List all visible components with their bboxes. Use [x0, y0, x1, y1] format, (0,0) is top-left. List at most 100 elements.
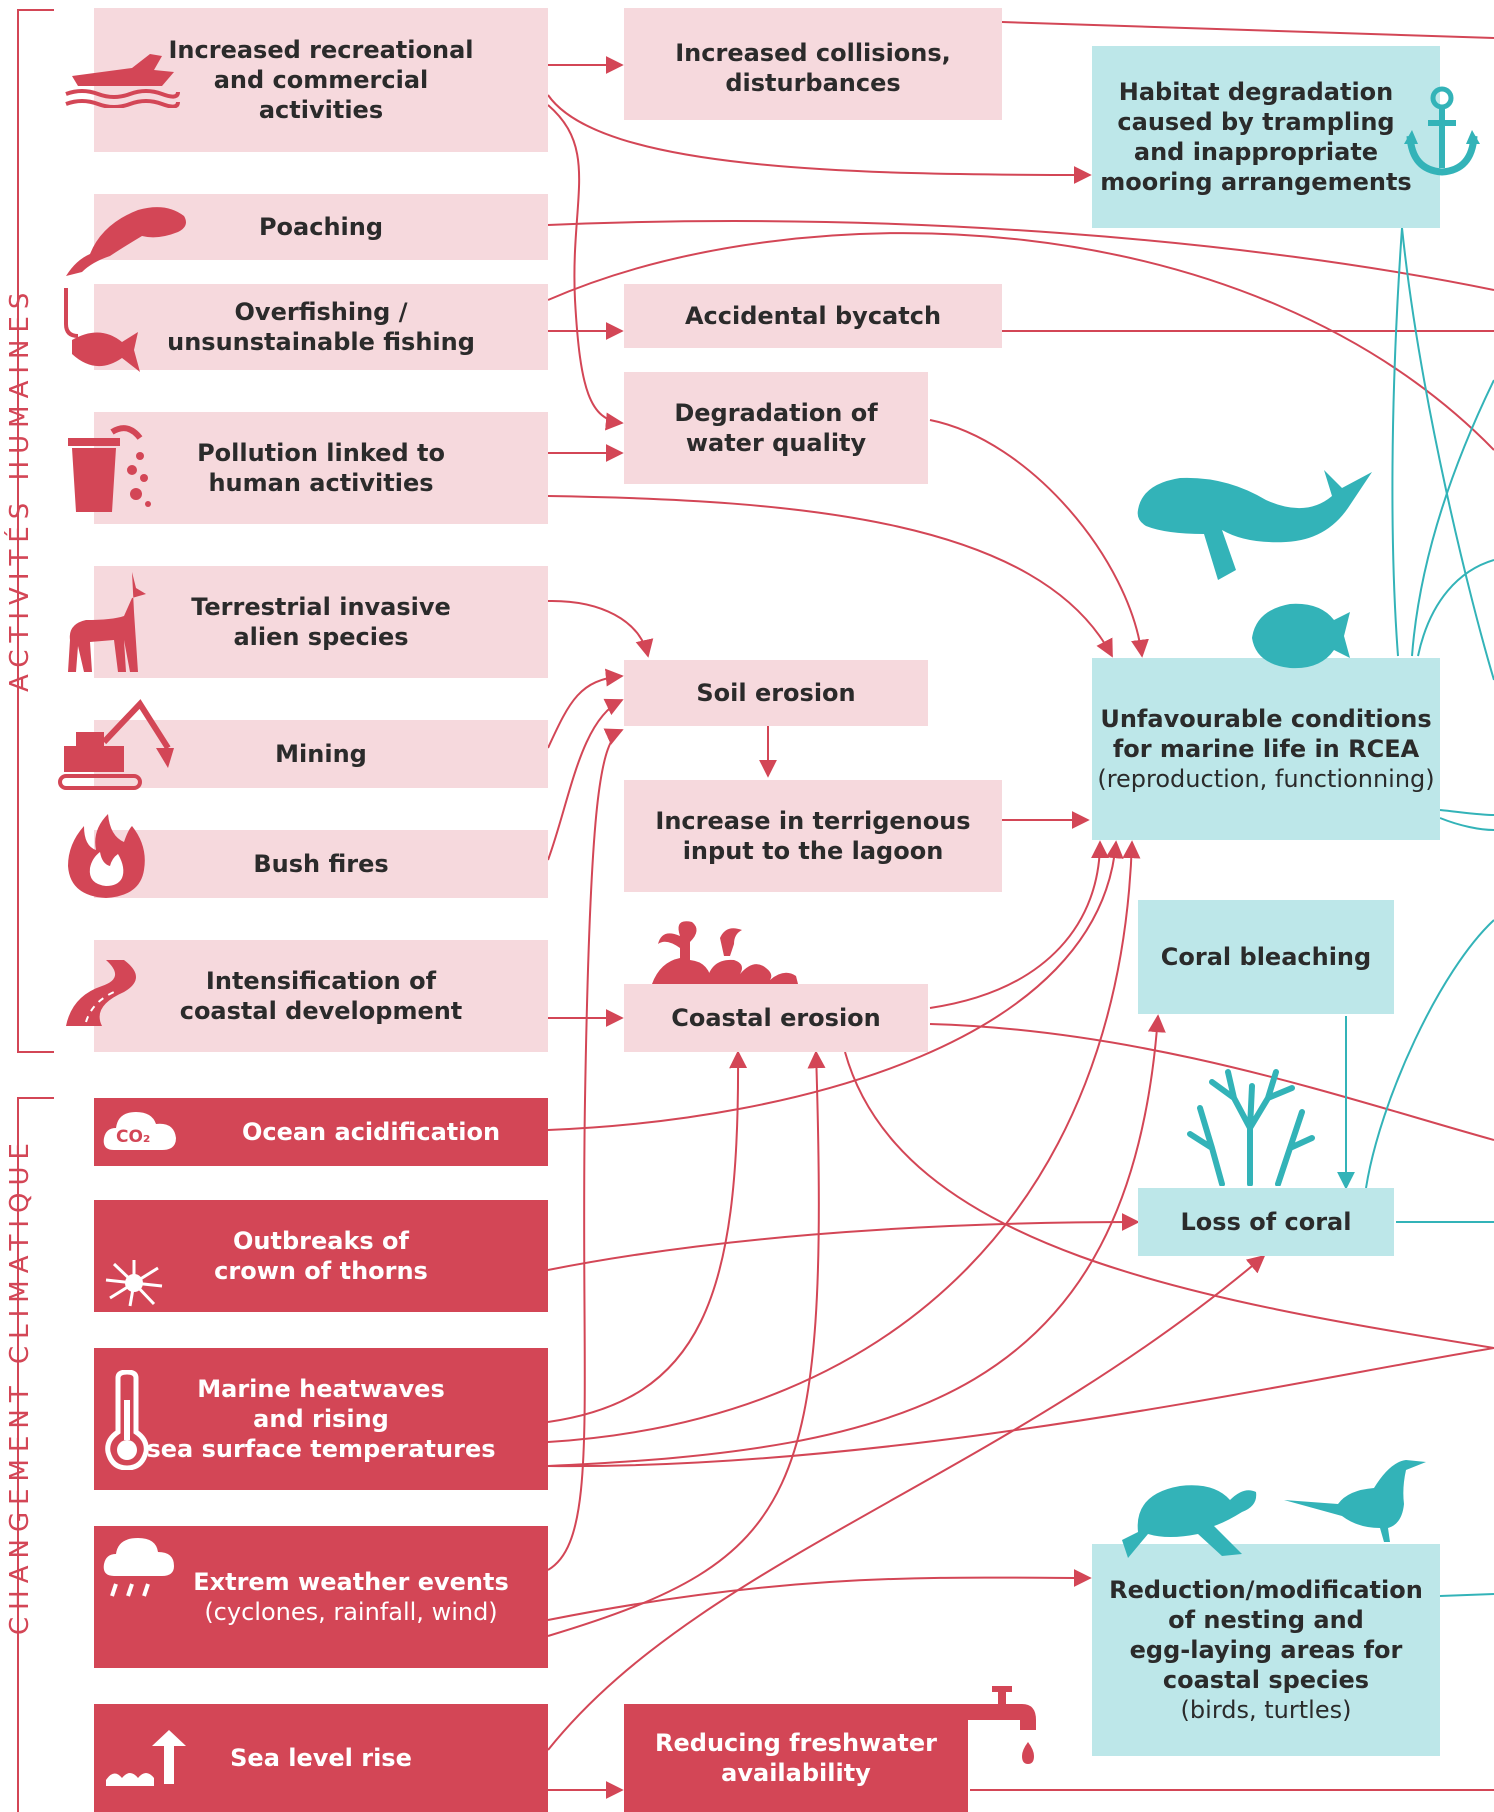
pollution-line-1: Pollution linked to: [197, 439, 445, 467]
arrow-heat-erosion: [547, 1050, 748, 1423]
arrow-recreation-water: [547, 104, 624, 431]
palm-wave-icon: [652, 921, 798, 984]
acidification-label: Ocean acidification: [241, 1118, 501, 1146]
human-activities-label: ACTIVITÉS HUMAINES: [5, 285, 35, 692]
water-quality-line-2: water quality: [685, 429, 867, 457]
freshwater-line-1: Reducing freshwater: [655, 1729, 937, 1757]
marine-life-sub-label: (reproduction, functionning): [1097, 765, 1435, 793]
dugong-icon: [66, 207, 186, 276]
heatwaves-box: Marine heatwaves and rising sea surface …: [94, 1348, 548, 1490]
extreme-weather-box: Extrem weather events (cyclones, rainfal…: [94, 1526, 548, 1668]
seabird-icon: [1284, 1460, 1426, 1542]
arrow-water-marine: [929, 419, 1149, 658]
arrow-erosion-down-right: [844, 1051, 1494, 1349]
coral-bleaching-box: Coral bleaching: [1138, 900, 1394, 1014]
arrow-poaching-right: [547, 220, 1494, 291]
arrow-recreation-right: [1001, 21, 1494, 39]
faucet-icon: [964, 1686, 1036, 1764]
thermometer-icon: [105, 1370, 149, 1470]
nesting-areas-box: Reduction/modification of nesting and eg…: [1092, 1544, 1440, 1756]
nesting-line-1: Reduction/modification: [1109, 1576, 1423, 1604]
arrow-sealevel-loss: [547, 1254, 1266, 1751]
recreational-line-1: Increased recreational: [168, 36, 474, 64]
nesting-line-4: coastal species: [1162, 1666, 1370, 1694]
arrow-heat-right: [547, 1347, 1494, 1468]
teal-marine-right-1: [1439, 809, 1494, 816]
arrow-mining-soil: [547, 668, 624, 749]
bush-fires-label: Bush fires: [253, 850, 389, 878]
poaching-label: Poaching: [258, 213, 384, 241]
loss-of-coral-box: Loss of coral: [1138, 1188, 1394, 1256]
svg-text:CO₂: CO₂: [116, 1127, 150, 1147]
sea-level-label: Sea level rise: [230, 1744, 412, 1772]
climate-change-label: CHANGEMENT CLIMATIQUE: [5, 1136, 35, 1635]
crown-line-1: Outbreaks of: [233, 1227, 409, 1255]
habitat-line-1: Habitat degradation: [1118, 78, 1394, 106]
pollution-box: Pollution linked to human activities: [94, 412, 548, 524]
fire-icon: [68, 814, 145, 898]
arrow-crown-loss: [547, 1213, 1140, 1271]
coral-icon: [1187, 1069, 1315, 1186]
terrigenous-line-1: Increase in terrigenous: [655, 807, 971, 835]
teal-habitat-down: [1391, 227, 1403, 657]
nesting-line-3: egg-laying areas for: [1129, 1636, 1403, 1664]
overfishing-box: Overfishing / unsunstainable fishing: [94, 284, 548, 370]
pollution-line-2: human activities: [208, 469, 434, 497]
coastal-erosion-box: Coastal erosion: [624, 984, 928, 1052]
marine-life-box: Unfavourable conditions for marine life …: [1092, 658, 1440, 840]
ocean-acidification-box: Ocean acidification: [94, 1098, 548, 1166]
nesting-sub-label: (birds, turtles): [1180, 1696, 1352, 1724]
freshwater-line-2: availability: [721, 1759, 871, 1787]
deer-icon: [68, 572, 146, 672]
mining-label: Mining: [275, 740, 367, 768]
terrigenous-line-2: input to the lagoon: [682, 837, 944, 865]
terrigenous-input-box: Increase in terrigenous input to the lag…: [624, 780, 1002, 892]
habitat-line-3: and inappropriate: [1133, 138, 1379, 166]
heatwaves-line-2: and rising: [253, 1405, 389, 1433]
marine-life-line-1: Unfavourable conditions: [1100, 705, 1432, 733]
co2-cloud-icon: CO₂: [103, 1112, 176, 1150]
habitat-degradation-box: Habitat degradation caused by trampling …: [1092, 46, 1440, 228]
coastal-dev-line-2: coastal development: [179, 997, 463, 1025]
coral-loss-label: Loss of coral: [1180, 1208, 1352, 1236]
soil-erosion-label: Soil erosion: [696, 679, 856, 707]
invasive-line-1: Terrestrial invasive: [191, 593, 451, 621]
trash-can-icon: [68, 425, 151, 512]
arrow-heat-bleaching: [547, 1014, 1166, 1467]
collisions-line-2: disturbances: [725, 69, 901, 97]
crown-line-2: crown of thorns: [214, 1257, 428, 1285]
bleaching-label: Coral bleaching: [1160, 943, 1372, 971]
arrow-bushfires-soil: [547, 698, 624, 861]
collisions-line-1: Increased collisions,: [675, 39, 951, 67]
recreational-line-3: activities: [258, 96, 384, 124]
weather-label: Extrem weather events: [193, 1568, 509, 1596]
teal-nesting-right: [1439, 1593, 1494, 1597]
fish-hook-icon: [64, 288, 140, 372]
arrow-pollution-marine: [547, 495, 1113, 658]
heatwaves-line-1: Marine heatwaves: [197, 1375, 445, 1403]
recreational-line-2: and commercial: [213, 66, 429, 94]
coastal-erosion-label: Coastal erosion: [671, 1004, 881, 1032]
bycatch-label: Accidental bycatch: [684, 302, 942, 330]
arrow-weather-soil: [547, 728, 624, 1571]
arrow-invasive-soil: [547, 599, 654, 658]
water-quality-box: Degradation of water quality: [624, 372, 928, 484]
butterflyfish-icon: [1252, 603, 1350, 669]
coastal-development-box: Intensification of coastal development: [94, 940, 548, 1052]
freshwater-box: Reducing freshwater availability: [624, 1704, 968, 1812]
soil-erosion-box: Soil erosion: [624, 660, 928, 726]
arrow-recreation-habitat: [547, 94, 1092, 184]
weather-sub-label: (cyclones, rainfall, wind): [204, 1598, 498, 1626]
crown-of-thorns-icon: [105, 1260, 163, 1307]
human-bracket: [17, 9, 54, 1053]
bycatch-box: Accidental bycatch: [624, 284, 1002, 348]
arrow-heat-marine: [547, 840, 1141, 1443]
whale-icon: [1137, 470, 1372, 580]
habitat-line-4: mooring arrangements: [1100, 168, 1412, 196]
arrow-weather-nesting: [547, 1568, 1092, 1621]
heatwaves-line-3: sea surface temperatures: [146, 1435, 496, 1463]
arrow-weather-erosion2: [547, 1050, 826, 1637]
crown-of-thorns-box: Outbreaks of crown of thorns: [94, 1200, 548, 1312]
overfishing-line-1: Overfishing /: [234, 298, 408, 326]
overfishing-line-2: unsunstainable fishing: [167, 328, 475, 356]
